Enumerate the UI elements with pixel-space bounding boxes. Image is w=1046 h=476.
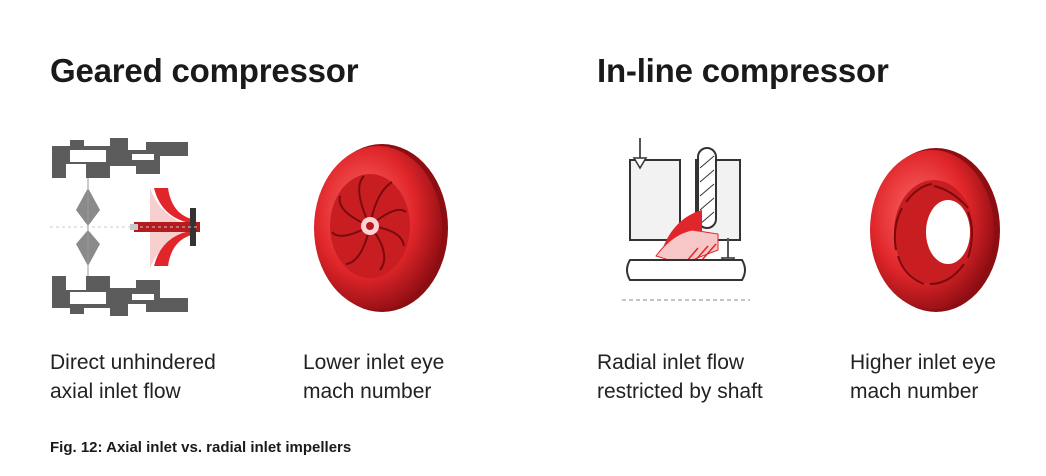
geared-compressor-section-diagram — [50, 138, 200, 316]
inline-compressor-section-diagram — [622, 138, 750, 318]
inline-impeller-image — [870, 148, 1000, 312]
inline-impeller-caption: Higher inlet eye mach number — [850, 348, 996, 406]
inline-section-caption-line1: Radial inlet flow — [597, 351, 745, 374]
geared-section-caption: Direct unhindered axial inlet flow — [50, 348, 216, 406]
figure-caption: Fig. 12: Axial inlet vs. radial inlet im… — [50, 439, 352, 456]
geared-impeller-caption-line2: mach number — [303, 380, 432, 403]
geared-section-caption-line2: axial inlet flow — [50, 380, 181, 403]
inline-impeller-caption-line2: mach number — [850, 380, 979, 403]
geared-impeller-caption: Lower inlet eye mach number — [303, 348, 444, 406]
inline-section-caption-line2: restricted by shaft — [597, 380, 763, 403]
inline-compressor-title: In-line compressor — [597, 52, 889, 89]
geared-section-caption-line1: Direct unhindered — [50, 351, 216, 374]
inline-impeller-caption-line1: Higher inlet eye — [850, 351, 996, 374]
geared-impeller-image — [314, 144, 448, 312]
geared-compressor-title: Geared compressor — [50, 52, 359, 89]
geared-impeller-caption-line1: Lower inlet eye — [303, 351, 445, 374]
inline-section-caption: Radial inlet flow restricted by shaft — [597, 348, 763, 406]
